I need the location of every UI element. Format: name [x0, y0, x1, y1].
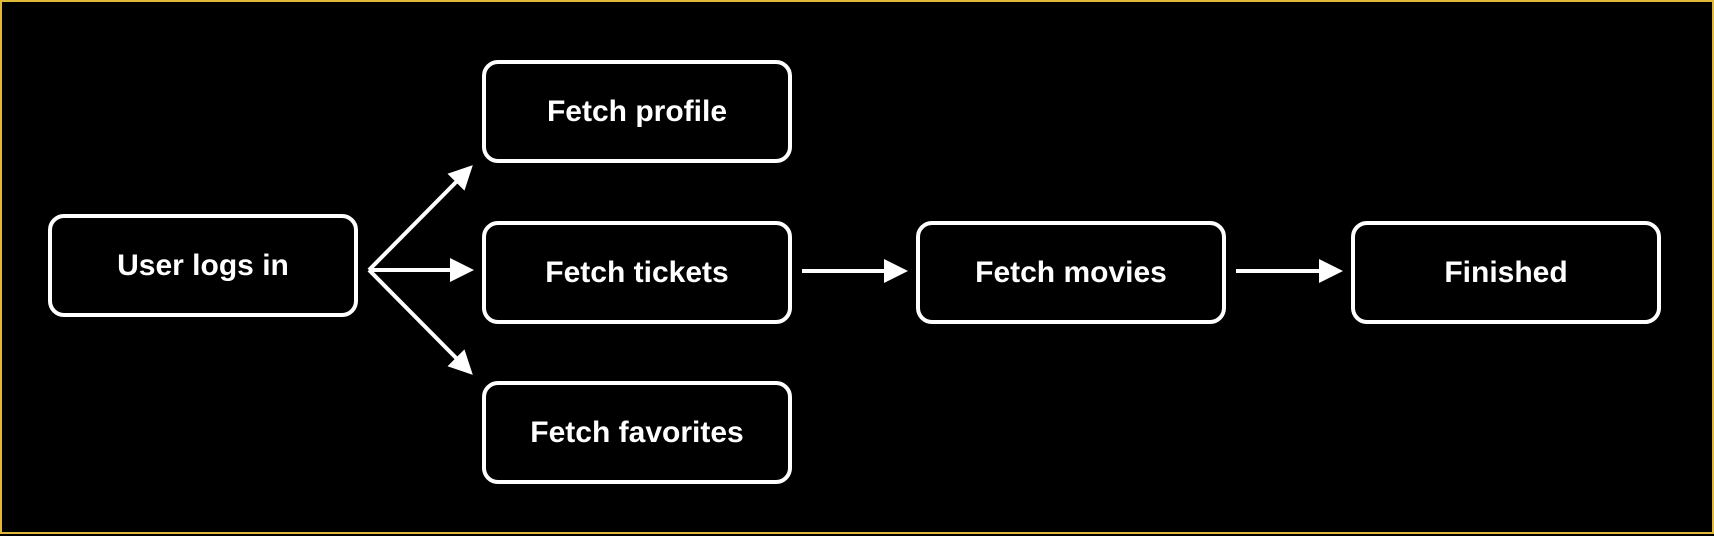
edge-login-to-favorites	[367, 268, 473, 375]
node-label: Fetch movies	[975, 255, 1167, 289]
node-user-logs-in: User logs in	[48, 214, 358, 317]
node-finished: Finished	[1351, 221, 1661, 324]
node-label: Fetch profile	[546, 94, 727, 128]
node-label: Finished	[1444, 255, 1568, 289]
node-fetch-profile: Fetch profile	[482, 60, 792, 163]
node-label: User logs in	[117, 248, 289, 282]
node-fetch-favorites: Fetch favorites	[482, 381, 792, 484]
node-label: Fetch favorites	[530, 415, 744, 449]
node-label: Fetch tickets	[545, 255, 729, 289]
node-fetch-tickets: Fetch tickets	[482, 221, 792, 324]
node-fetch-movies: Fetch movies	[916, 221, 1226, 324]
edge-login-to-profile	[367, 165, 473, 272]
